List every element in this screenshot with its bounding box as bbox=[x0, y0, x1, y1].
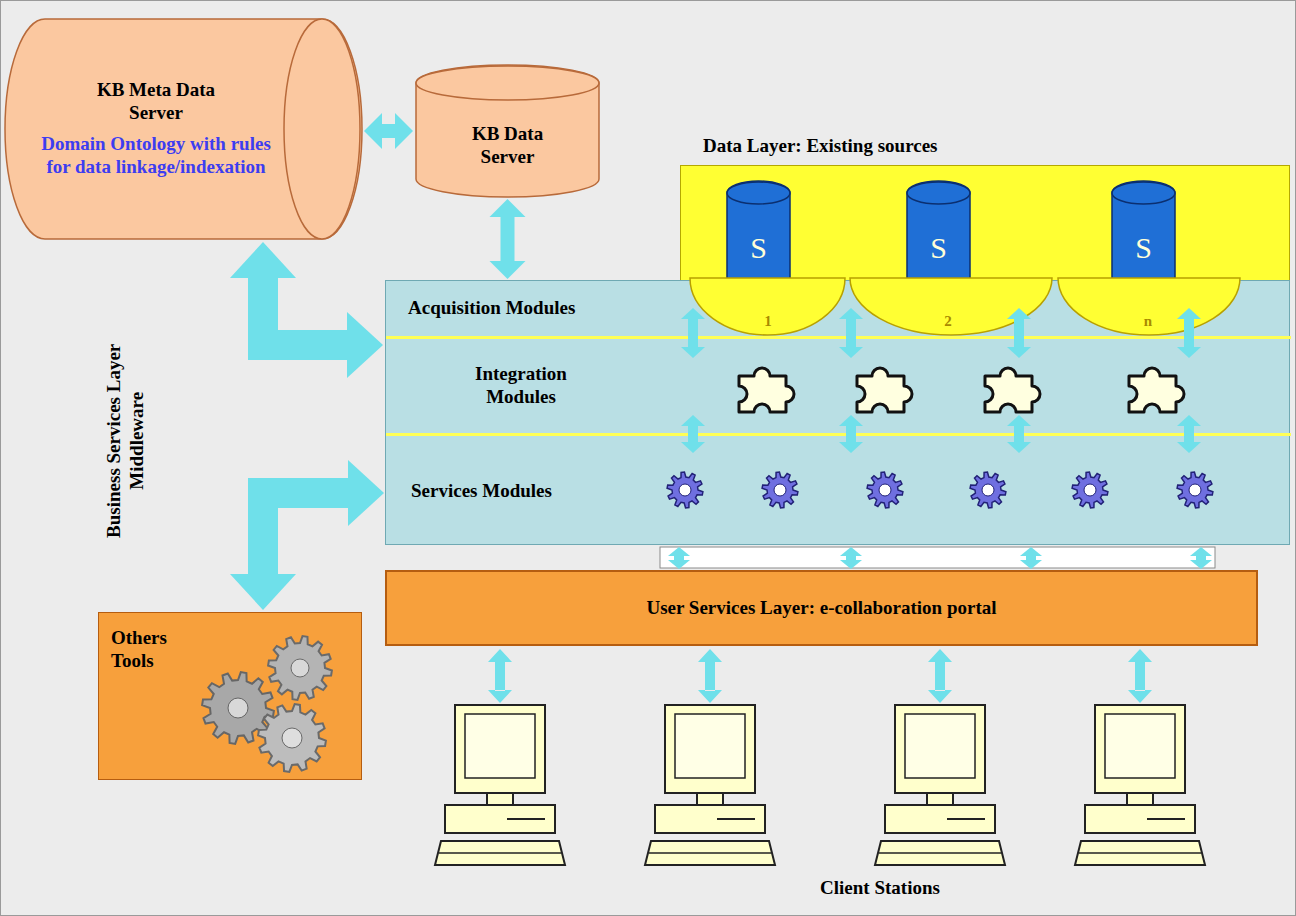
layer-heading: User Services Layer: e-collaboration por… bbox=[646, 597, 996, 620]
layer-heading: Data Layer: Existing sources bbox=[703, 135, 938, 158]
connector-arrow bbox=[668, 547, 690, 569]
source-database: S bbox=[1111, 181, 1176, 293]
connector-shaft bbox=[501, 216, 515, 262]
double-arrow bbox=[488, 649, 512, 703]
connector-arrow bbox=[1190, 547, 1212, 569]
cylinder-body bbox=[1112, 181, 1175, 293]
arrowhead bbox=[1020, 547, 1042, 556]
meta-server-cylinder-outline bbox=[5, 18, 362, 240]
cylinder-top bbox=[1112, 182, 1175, 204]
connector-shaft bbox=[1026, 555, 1036, 561]
server-description: Domain Ontology with rules for data link… bbox=[36, 133, 276, 179]
computer-icon bbox=[875, 705, 1005, 865]
arrowhead bbox=[840, 560, 862, 569]
source-letter: S bbox=[750, 230, 767, 266]
connector-arrow bbox=[230, 242, 383, 378]
cylinder-end bbox=[284, 19, 360, 239]
meta-server-cylinder: KB Meta Data ServerDomain Ontology with … bbox=[5, 18, 362, 240]
double-arrow bbox=[698, 649, 722, 703]
arrowhead bbox=[668, 560, 690, 569]
connector-arrow bbox=[1020, 547, 1042, 569]
band-title: Integration Modules bbox=[446, 363, 596, 409]
computer-icon bbox=[435, 705, 565, 865]
source-database: S bbox=[726, 181, 791, 293]
connector-shaft bbox=[846, 555, 856, 561]
portal-band: User Services Layer: e-collaboration por… bbox=[385, 570, 1258, 646]
arrowhead bbox=[490, 199, 526, 217]
layer-heading: Business Services Layer Middleware bbox=[103, 326, 149, 556]
server-title: KB Meta Data Server bbox=[86, 79, 226, 125]
connector-arrow bbox=[364, 113, 413, 149]
connector-arrow bbox=[490, 199, 526, 279]
connector-arrow bbox=[840, 547, 862, 569]
data-layer-band: Data Layer: Existing sourcesSSS bbox=[680, 165, 1290, 282]
arrowhead bbox=[230, 574, 296, 610]
arrowhead bbox=[1020, 560, 1042, 569]
client-stations-label: Client Stations bbox=[820, 877, 940, 899]
services-band: Services Modules bbox=[386, 433, 1291, 546]
connector-shaft bbox=[263, 493, 349, 575]
connector-shaft bbox=[1196, 555, 1206, 561]
client-computers bbox=[435, 705, 1205, 865]
source-letter: S bbox=[930, 230, 947, 266]
cylinder-top bbox=[416, 66, 599, 100]
arrowhead bbox=[1190, 560, 1212, 569]
band-title: Acquisition Modules bbox=[408, 297, 575, 320]
connector-shaft bbox=[381, 124, 396, 138]
cylinder-body bbox=[5, 19, 362, 239]
arrowhead bbox=[1190, 547, 1212, 556]
arrowhead bbox=[490, 261, 526, 279]
computer-icon bbox=[645, 705, 775, 865]
integration-band: Integration Modules bbox=[386, 336, 1291, 433]
portal-link-strip bbox=[660, 547, 1215, 568]
module-number: 1 bbox=[764, 313, 772, 330]
connector-shaft bbox=[674, 555, 684, 561]
double-arrow bbox=[928, 649, 952, 703]
band-title: Services Modules bbox=[411, 480, 552, 503]
connector-shaft bbox=[263, 277, 348, 345]
module-number: n bbox=[1144, 313, 1152, 330]
connector-arrow bbox=[230, 460, 384, 610]
arrowhead bbox=[348, 460, 384, 526]
arrowhead bbox=[840, 547, 862, 556]
arrowhead bbox=[364, 113, 382, 149]
arrowhead bbox=[395, 113, 413, 149]
arrowhead bbox=[668, 547, 690, 556]
arrowhead bbox=[230, 242, 296, 278]
cylinder-top bbox=[907, 182, 970, 204]
computer-icon bbox=[1075, 705, 1205, 865]
acquisition-band: Acquisition Modules bbox=[386, 281, 1291, 336]
box-title: Others Tools bbox=[111, 627, 201, 673]
tools-box: Others Tools bbox=[98, 612, 362, 780]
source-database: S bbox=[906, 181, 971, 293]
arrowhead bbox=[347, 312, 383, 378]
data-server-cylinder: KB Data Server bbox=[415, 65, 600, 197]
module-number: 2 bbox=[944, 313, 952, 330]
middleware-band: Business Services Layer MiddlewareAcquis… bbox=[385, 280, 1290, 545]
double-arrow bbox=[1128, 649, 1152, 703]
cylinder-body bbox=[907, 181, 970, 293]
server-title: KB Data Server bbox=[453, 123, 563, 169]
source-letter: S bbox=[1135, 230, 1152, 266]
cylinder-body bbox=[416, 65, 599, 197]
portal-client-arrows bbox=[488, 649, 1152, 703]
cylinder-top bbox=[727, 182, 790, 204]
cylinder-body bbox=[727, 181, 790, 293]
